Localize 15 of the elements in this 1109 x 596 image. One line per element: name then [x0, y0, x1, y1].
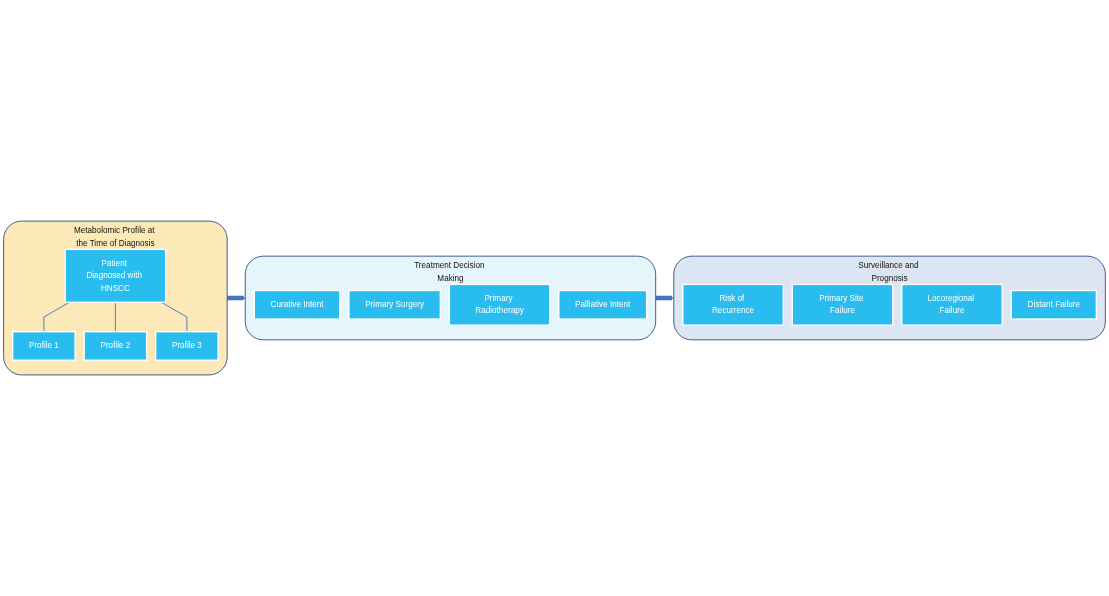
node-box: Patient Diagnosed with HNSCC	[64, 248, 167, 303]
node-box: Palliative Intent	[558, 289, 648, 320]
node-box: Primary Site Failure	[791, 283, 894, 326]
node-box: Profile 2	[83, 331, 148, 361]
node-box: Distant Failure	[1010, 289, 1097, 320]
node-box: Locoregional Failure	[901, 283, 1003, 326]
node-box: Profile 3	[155, 331, 219, 361]
node-box: Primary Surgery	[348, 289, 441, 320]
connector	[43, 301, 70, 333]
node-box: Risk of Recurrence	[682, 283, 784, 326]
node-box: Primary Radiotherapy	[448, 283, 551, 326]
connector	[114, 301, 116, 333]
node-box: Curative Intent	[253, 289, 341, 320]
connector	[160, 301, 188, 333]
node-box: Profile 1	[12, 331, 76, 361]
